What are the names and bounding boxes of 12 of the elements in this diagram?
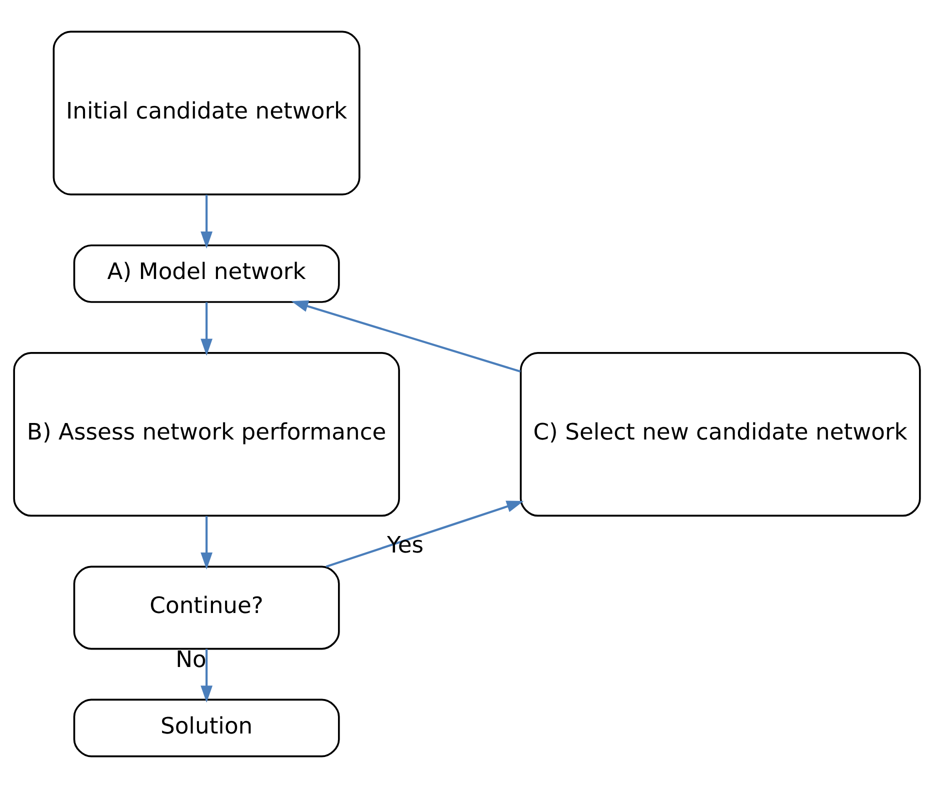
arrow (200, 302, 213, 356)
arrow (200, 194, 213, 248)
node-box: Initial candidate network (52, 30, 360, 195)
arrow (200, 648, 213, 702)
node-box: A) Model network (73, 244, 340, 302)
node-box: B) Assess network performance (13, 352, 400, 516)
node-box: Continue? (73, 565, 340, 650)
arrow (326, 500, 524, 568)
arrow (291, 300, 521, 372)
node-box: C) Select new candidate network (520, 352, 921, 516)
arrow (200, 516, 213, 570)
node-box: Solution (73, 698, 340, 757)
